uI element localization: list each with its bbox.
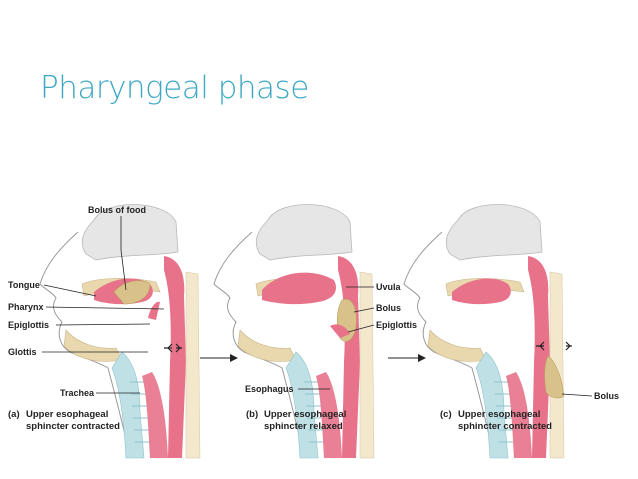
label-bolus-of-food: Bolus of food (88, 205, 146, 215)
label-glottis: Glottis (8, 347, 37, 357)
label-epiglottis-b: Epiglottis (376, 320, 417, 330)
arrow-a-to-b (200, 354, 238, 362)
caption-c-line1: Upper esophageal (458, 409, 540, 420)
label-bolus-c: Bolus (594, 391, 619, 401)
caption-a-line2: sphincter contracted (26, 421, 120, 432)
caption-b-line2: sphincter relaxed (264, 421, 343, 432)
label-bolus-b: Bolus (376, 303, 401, 313)
arrow-b-to-c (388, 354, 426, 362)
label-trachea: Trachea (60, 388, 95, 398)
caption-b-line1: Upper esophageal (264, 409, 346, 420)
caption-c-line2: sphincter contracted (458, 421, 552, 432)
label-uvula: Uvula (376, 282, 402, 292)
label-esophagus: Esophagus (245, 384, 294, 394)
panel-a: Bolus of food Tongue Pharynx Epiglottis … (8, 204, 200, 458)
panel-c: Bolus (c) Upper esophageal sphincter con… (404, 204, 619, 458)
panel-b: Uvula Bolus Epiglottis Esophagus (b) Upp… (214, 204, 417, 458)
label-tongue: Tongue (8, 280, 40, 290)
label-pharynx: Pharynx (8, 302, 44, 312)
caption-b-id: (b) (246, 409, 258, 420)
caption-c-id: (c) (440, 409, 452, 420)
caption-a-line1: Upper esophageal (26, 409, 108, 420)
epiglottis-shape (148, 302, 160, 320)
caption-a-id: (a) (8, 409, 20, 420)
label-epiglottis: Epiglottis (8, 320, 49, 330)
